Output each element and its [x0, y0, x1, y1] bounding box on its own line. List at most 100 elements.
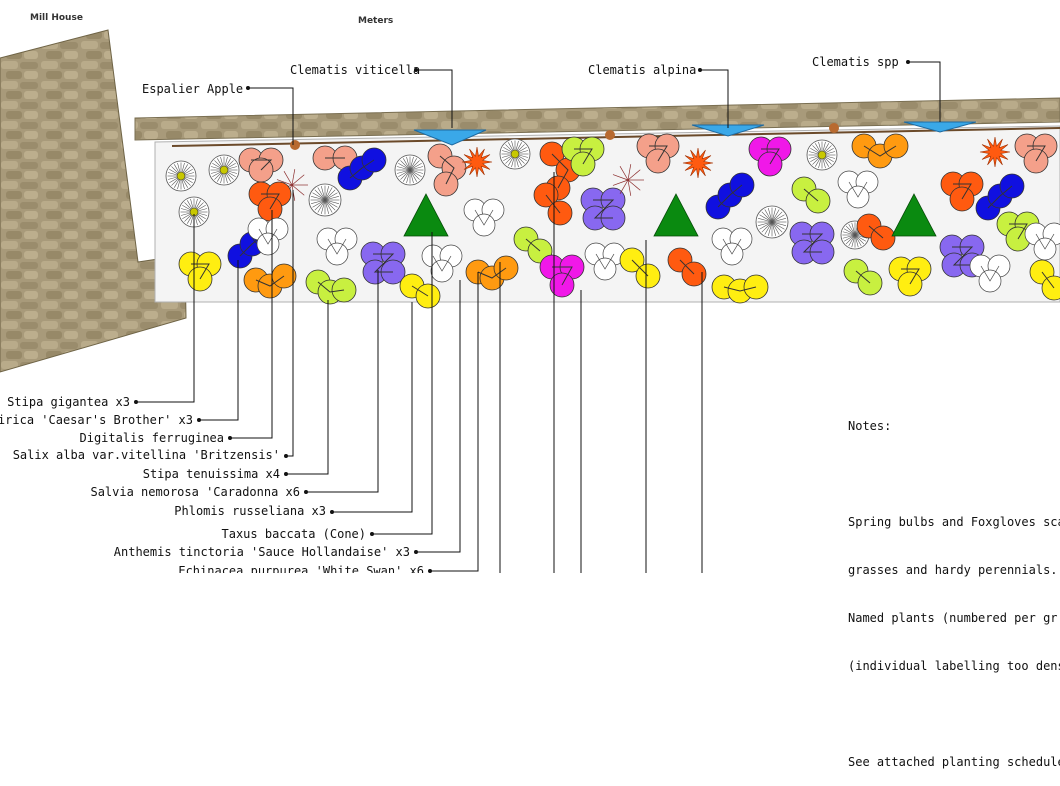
white-swan-group-link	[258, 228, 278, 245]
salix-group-link	[261, 193, 280, 210]
anthemis-group-link	[525, 238, 541, 252]
iris-group-link	[987, 185, 1013, 209]
anthemis-tinctoria-group-link	[863, 145, 897, 157]
iris-group	[705, 172, 755, 220]
salix-stems-stem	[291, 174, 305, 186]
salix-star	[682, 147, 714, 179]
stipa-tenuissima-blade	[759, 221, 773, 230]
stipa-tenuissima-blade	[312, 199, 326, 208]
label-echinacea: Echinacea purpurea 'White Swan' x6	[178, 564, 424, 573]
leader-dot	[428, 569, 432, 573]
stipa-tenuissima-blade	[314, 189, 326, 201]
stipa-tenuissima-blade	[324, 189, 336, 201]
stipa-tenuissima-blade	[324, 199, 338, 208]
stipa-tenuissima	[394, 154, 426, 186]
label-stipa-gigantea: Stipa gigantea x3	[7, 395, 130, 409]
leader-line	[199, 260, 239, 421]
stipa-tenuissima-blade	[758, 217, 773, 223]
stipa-tenuissima-blade	[409, 169, 414, 184]
stipa-tenuissima-blade	[845, 234, 856, 245]
stipa-tenuissima-blade	[854, 234, 862, 247]
leader-line	[286, 300, 329, 475]
digitalis-group	[427, 143, 467, 197]
anthemis-tinctoria-group	[851, 133, 909, 169]
stipa-tenuissima-blade	[854, 234, 859, 248]
salix-group	[856, 213, 896, 251]
leader-line	[700, 69, 729, 128]
notes-line: Named plants (numbered per gr	[848, 611, 1058, 625]
white-swan-group-link	[474, 209, 494, 226]
stipa-tenuissima-blade	[314, 199, 326, 211]
label-anthemis: Anthemis tinctoria 'Sauce Hollandaise' x…	[114, 545, 410, 559]
stipa-tenuissima-blade	[400, 160, 411, 171]
stipa-tenuissima-blade	[324, 199, 339, 205]
stipa-tenuissima-blade	[851, 222, 856, 236]
salix-group	[667, 247, 707, 287]
espalier-apple-marker	[829, 123, 839, 133]
white-swan-group	[711, 227, 753, 266]
salvia-group-link	[952, 246, 974, 266]
stipa-gigantea-center	[176, 171, 186, 181]
salix-stems-stem	[612, 179, 629, 186]
salvia-group-link	[593, 199, 615, 219]
stipa-tenuissima-blade	[406, 156, 411, 171]
salix-stems-stem	[627, 169, 641, 181]
stipa-tenuissima-blade	[761, 221, 773, 233]
stipa-gigantea-center	[219, 165, 229, 175]
label-digitalis: Digitalis ferruginea	[80, 431, 225, 445]
stipa-tenuissima-blade	[311, 195, 326, 201]
stipa-tenuissima	[308, 183, 342, 217]
stipa-tenuissima-blade	[771, 214, 785, 223]
salix-group-link	[545, 194, 561, 214]
leader-dot	[304, 490, 308, 494]
stipa-tenuissima-blade	[764, 221, 773, 235]
leader-line	[332, 302, 413, 513]
espalier-wire	[171, 127, 1060, 147]
espalier-apple-marker	[290, 140, 300, 150]
salix-stems-stem	[619, 165, 629, 181]
notes-line: grasses and hardy perennials. S	[848, 563, 1060, 577]
leader-dot	[284, 454, 288, 458]
white-swan-group	[463, 198, 505, 237]
stipa-tenuissima-blade	[854, 234, 865, 245]
leader-dot	[197, 418, 201, 422]
stipa-tenuissima-blade	[324, 186, 330, 201]
stipa-tenuissima-blade	[409, 166, 424, 171]
white-swan-group	[969, 254, 1011, 293]
leader-dot	[698, 68, 702, 72]
leader-dot	[228, 436, 232, 440]
salix-star	[461, 146, 493, 178]
anthemis-group	[305, 269, 357, 305]
stipa-tenuissima-blade	[317, 187, 326, 201]
notes-line: Spring bulbs and Foxgloves sca	[848, 515, 1060, 529]
iris-group	[337, 147, 387, 191]
white-swan-group-link	[722, 238, 742, 255]
stipa-tenuissima-blade	[848, 223, 856, 236]
white-swan-group	[421, 244, 463, 283]
stipa-tenuissima-blade	[409, 169, 422, 178]
salix-stems-stem	[627, 179, 632, 196]
phlomis-group-link	[901, 268, 920, 285]
phlomis-group	[619, 247, 661, 289]
espalier-apple-marker	[605, 130, 615, 140]
anthemis-group	[843, 258, 883, 296]
salix-stems-stem	[619, 179, 629, 195]
stipa-tenuissima-blade	[764, 209, 773, 223]
phlomis-group-link	[191, 263, 210, 280]
white-swan-group-link	[848, 181, 868, 198]
stipa-tenuissima-blade	[851, 234, 856, 248]
leader-line	[286, 190, 294, 457]
stipa-tenuissima-blade	[402, 158, 411, 171]
leader-dot	[370, 532, 374, 536]
stipa-tenuissima-blade	[842, 231, 856, 236]
stipa-tenuissima-blade	[843, 228, 856, 236]
stipa-tenuissima-blade	[842, 234, 856, 239]
leader-line	[372, 232, 433, 535]
stipa-tenuissima-blade	[854, 234, 867, 242]
stipa-tenuissima-blade	[398, 169, 411, 178]
salix-group-link	[551, 153, 569, 189]
digitalis-group	[1014, 133, 1058, 174]
stipa-tenuissima-blade	[396, 166, 411, 171]
label-taxus: Taxus baccata (Cone)	[222, 527, 367, 541]
phlomis-group	[888, 256, 932, 297]
